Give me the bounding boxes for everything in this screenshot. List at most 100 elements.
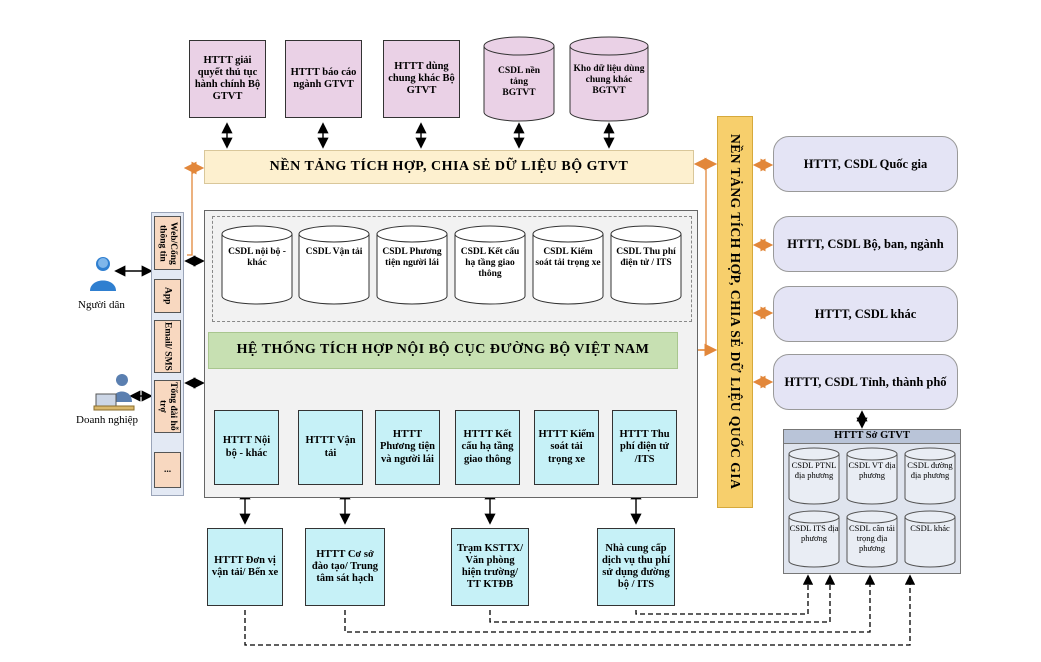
channel-email-sms: Email/ SMS [154,320,181,373]
internal-database-group [212,216,692,322]
internal-database-3: CSDL Phương tiện người lái [376,225,448,305]
channel-label-more: ... [163,464,172,475]
internal-database-5: CSDL Kiểm soát tải trọng xe [532,225,604,305]
top-system-label-3: HTTT dùng chung khác Bộ GTVT [388,60,455,97]
channel-label-email: Email/ SMS [162,322,173,371]
business-user-icon [93,374,135,411]
user-icon [90,257,116,291]
provincial-database-4: CSDL ITS địa phương [788,510,840,568]
bottom-system-label-3: Trạm KSTTX/ Văn phòng hiện trường/ TT KT… [456,542,524,591]
national-system-label-4: HTTT, CSDL Tỉnh, thành phố [784,374,947,389]
top-system-box-2: HTTT báo cáo ngành GTVT [285,40,362,118]
channel-more: ... [154,452,181,488]
provincial-database-6: CSDL khác [904,510,956,568]
database-cylinder-icon [610,225,682,305]
internal-database-label-6: CSDL Thu phí điện tử / ITS [616,247,676,268]
bottom-system-label-1: HTTT Đơn vị vận tải/ Bến xe [211,554,279,578]
internal-database-label-4: CSDL Kết cấu hạ tầng giao thông [460,247,520,279]
internal-database-label-2: CSDL Vận tải [305,247,363,257]
provincial-database-2: CSDL VT địa phương [846,447,898,505]
database-cylinder-icon [454,225,526,305]
provincial-database-label-6: CSDL khác [910,523,950,533]
national-platform-label: NỀN TẢNG TÍCH HỢP, CHIA SẺ DỮ LIỆU QUỐC … [728,134,743,490]
bottom-system-label-4: Nhà cung cấp dịch vụ thu phí sử dụng đườ… [602,542,670,591]
internal-system-label-1: HTTT Nội bộ - khác [222,435,271,459]
bottom-system-box-3: Trạm KSTTX/ Văn phòng hiện trường/ TT KT… [451,528,529,606]
national-system-box-1: HTTT, CSDL Quốc gia [773,136,958,192]
internal-system-box-4: HTTT Kết cấu hạ tầng giao thông [455,410,520,485]
bottom-system-label-2: HTTT Cơ sở đào tạo/ Trung tâm sát hạch [311,548,379,585]
provincial-database-label-5: CSDL cân tải trọng địa phương [849,523,895,553]
bottom-system-box-1: HTTT Đơn vị vận tải/ Bến xe [207,528,283,606]
actor-business-label: Doanh nghiệp [76,414,139,426]
database-cylinder-icon [483,36,555,122]
internal-system-box-3: HTTT Phương tiện và người lái [375,410,440,485]
top-system-box-1: HTTT giải quyết thủ tục hành chính Bộ GT… [189,40,266,118]
channel-label-app: App [162,287,173,305]
internal-database-6: CSDL Thu phí điện tử / ITS [610,225,682,305]
internal-system-label-3: HTTT Phương tiện và người lái [380,429,435,465]
top-database-2: Kho dữ liệu dùng chung khác BGTVT [569,36,649,122]
provincial-panel-title: HTTT Sở GTVT [783,429,961,444]
ministry-platform-band: NỀN TẢNG TÍCH HỢP, CHIA SẺ DỮ LIỆU BỘ GT… [204,150,694,184]
channel-hotline: Tổng đài hỗ trợ [154,380,181,433]
channel-app: App [154,279,181,313]
provincial-database-5: CSDL cân tải trọng địa phương [846,510,898,568]
national-system-box-3: HTTT, CSDL khác [773,286,958,342]
top-system-label-2: HTTT báo cáo ngành GTVT [290,66,357,90]
bottom-system-box-2: HTTT Cơ sở đào tạo/ Trung tâm sát hạch [305,528,385,606]
top-database-label-1: CSDL nền tảng BGTVT [498,66,540,98]
provincial-database-3: CSDL đường địa phương [904,447,956,505]
dashed-return-path [635,574,814,615]
internal-database-label-5: CSDL Kiểm soát tải trọng xe [535,247,601,268]
database-cylinder-icon [788,510,840,568]
internal-system-label-2: HTTT Vận tải [305,435,356,459]
channel-label-web: Web/Cổng thông tin [157,221,178,265]
database-cylinder-icon [904,510,956,568]
internal-system-box-5: HTTT Kiểm soát tải trọng xe [534,410,599,485]
dashed-return-path [344,574,876,633]
internal-system-label-5: HTTT Kiểm soát tải trọng xe [538,429,595,465]
database-cylinder-icon [904,447,956,505]
database-cylinder-icon [532,225,604,305]
national-system-box-2: HTTT, CSDL Bộ, ban, ngành [773,216,958,272]
internal-database-4: CSDL Kết cấu hạ tầng giao thông [454,225,526,305]
channel-label-hotline: Tổng đài hỗ trợ [157,382,178,431]
internal-database-label-1: CSDL nội bộ - khác [228,247,286,268]
orange-path [700,163,707,351]
database-cylinder-icon [569,36,649,122]
channel-web-portal: Web/Cổng thông tin [154,216,181,270]
provincial-database-1: CSDL PTNL địa phương [788,447,840,505]
database-cylinder-icon [846,447,898,505]
national-system-label-1: HTTT, CSDL Quốc gia [803,156,928,171]
internal-system-label: HỆ THỐNG TÍCH HỢP NỘI BỘ CỤC ĐƯỜNG BỘ VI… [236,342,650,358]
top-database-label-2: Kho dữ liệu dùng chung khác BGTVT [573,64,645,96]
database-cylinder-icon [376,225,448,305]
top-database-1: CSDL nền tảng BGTVT [483,36,555,122]
internal-system-box-6: HTTT Thu phí điện tử /ITS [612,410,677,485]
provincial-database-label-3: CSDL đường địa phương [907,460,953,480]
national-platform-band: NỀN TẢNG TÍCH HỢP, CHIA SẺ DỮ LIỆU QUỐC … [717,116,753,508]
top-system-label-1: HTTT giải quyết thủ tục hành chính Bộ GT… [194,54,261,103]
provincial-database-label-1: CSDL PTNL địa phương [791,460,837,480]
internal-database-1: CSDL nội bộ - khác [221,225,293,305]
national-system-box-4: HTTT, CSDL Tỉnh, thành phố [773,354,958,410]
dashed-return-path [244,574,916,646]
internal-database-2: CSDL Vận tải [298,225,370,305]
database-cylinder-icon [221,225,293,305]
bottom-system-box-4: Nhà cung cấp dịch vụ thu phí sử dụng đườ… [597,528,675,606]
internal-system-label-6: HTTT Thu phí điện tử /ITS [619,429,670,465]
ministry-platform-label: NỀN TẢNG TÍCH HỢP, CHIA SẺ DỮ LIỆU BỘ GT… [269,158,629,174]
actor-citizen-label: Người dân [78,299,125,311]
national-system-label-2: HTTT, CSDL Bộ, ban, ngành [787,236,944,251]
internal-system-box-2: HTTT Vận tải [298,410,363,485]
provincial-database-label-4: CSDL ITS địa phương [789,523,839,543]
internal-system-box-1: HTTT Nội bộ - khác [214,410,279,485]
national-system-label-3: HTTT, CSDL khác [814,306,917,321]
database-cylinder-icon [298,225,370,305]
internal-system-label-4: HTTT Kết cấu hạ tầng giao thông [461,429,514,465]
database-cylinder-icon [788,447,840,505]
internal-system-band: HỆ THỐNG TÍCH HỢP NỘI BỘ CỤC ĐƯỜNG BỘ VI… [208,332,678,369]
provincial-database-label-2: CSDL VT địa phương [848,460,896,480]
top-system-box-3: HTTT dùng chung khác Bộ GTVT [383,40,460,118]
